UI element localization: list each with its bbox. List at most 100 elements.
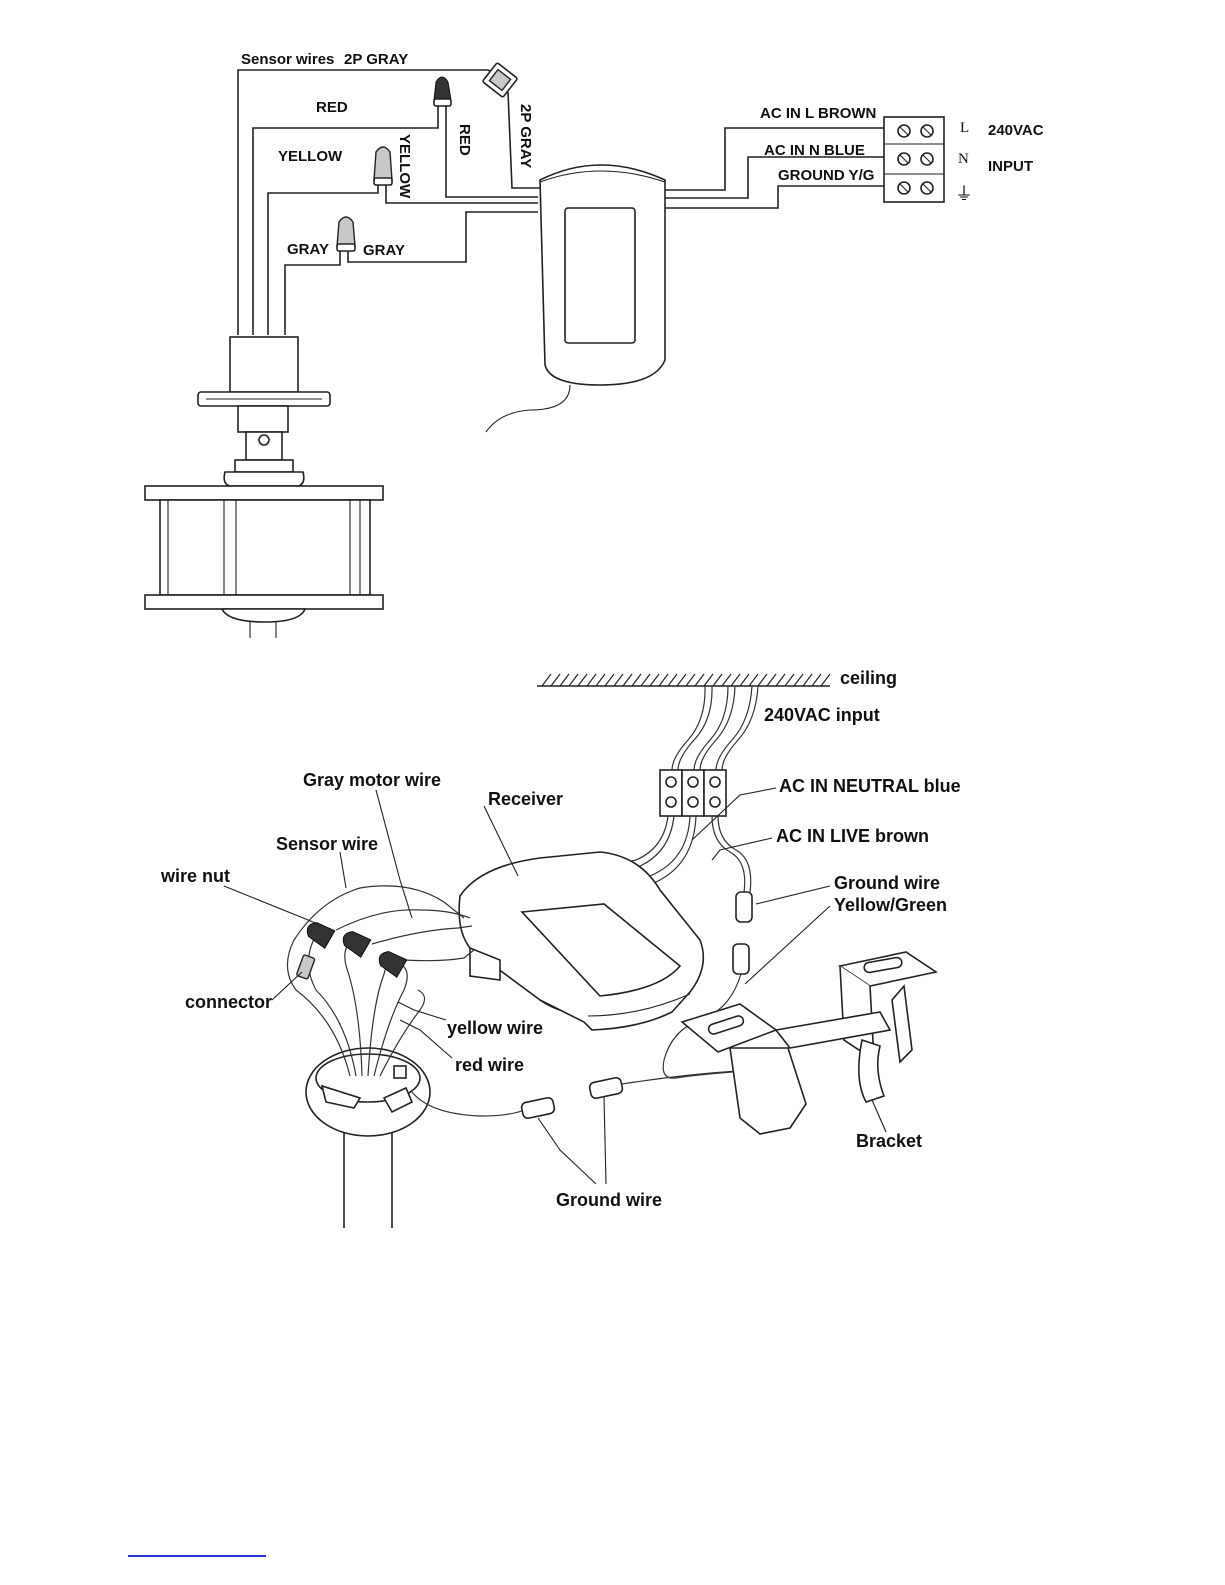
hatch-mark (605, 674, 614, 686)
hatch-mark (776, 674, 785, 686)
hatch-mark (758, 674, 767, 686)
hatch-mark (569, 674, 578, 686)
leader-live (712, 838, 772, 860)
hatch-mark (821, 674, 830, 686)
leader-ground-bottom-2 (604, 1096, 606, 1184)
hatch-mark (641, 674, 650, 686)
leader-ground-2 (745, 906, 830, 984)
ceiling-hatching (542, 674, 830, 686)
hatch-mark (668, 674, 677, 686)
hatch-mark (749, 674, 758, 686)
hatch-mark (623, 674, 632, 686)
hatch-mark (812, 674, 821, 686)
hatch-mark (650, 674, 659, 686)
leader-sensor-wire (340, 852, 346, 888)
ground-symbol-icon: ⏚ (955, 184, 973, 204)
bottom-illustration: ceiling 240VAC input AC IN NEUTRAL blue … (160, 668, 961, 1228)
label-red-wire: red wire (455, 1055, 524, 1075)
wire-nut-yellow (374, 147, 392, 185)
terminal-label-l: L (960, 120, 969, 136)
label-red-vertical: RED (456, 124, 473, 156)
hatch-mark (587, 674, 596, 686)
leader-yellow (398, 1002, 446, 1020)
label-ground-yg: GROUND Y/G (778, 167, 874, 184)
hatch-mark (677, 674, 686, 686)
hatch-mark (551, 674, 560, 686)
hatch-mark (614, 674, 623, 686)
label-240vac: 240VAC (988, 122, 1044, 139)
input-wire-2 (678, 686, 712, 770)
label-240vac-input: 240VAC input (764, 705, 880, 725)
receiver-box (486, 165, 665, 432)
leader-receiver (484, 806, 518, 876)
mounting-bracket (682, 952, 936, 1134)
wire-nut-red (434, 77, 451, 106)
input-wire-3 (694, 686, 728, 770)
hatch-mark (722, 674, 731, 686)
leader-wire-nut (224, 886, 318, 924)
input-terminal-block (660, 770, 726, 816)
label-yellow-vertical: YELLOW (396, 134, 413, 199)
label-ac-in-n: AC IN N BLUE (764, 142, 865, 159)
leader-red (400, 1020, 452, 1058)
terminal-label-n: N (958, 151, 969, 167)
footer-rule (128, 1555, 266, 1557)
top-schematic: Sensor wires 2P GRAY RED RED YELLOW YELL… (145, 51, 1044, 638)
label-sensor-wire: Sensor wire (276, 834, 378, 854)
label-connector: connector (185, 992, 272, 1012)
ground-connector-lower (521, 1070, 760, 1119)
label-ac-in-l: AC IN L BROWN (760, 105, 876, 122)
input-wire-1 (672, 686, 705, 770)
wire-nut-gray (337, 217, 355, 251)
two-pin-connector (482, 63, 517, 98)
ground-wire-upper-2 (718, 816, 751, 892)
leader-gray-motor (376, 790, 412, 918)
fan-motor (145, 337, 383, 638)
nut-to-receiver-3 (404, 950, 474, 961)
hatch-mark (803, 674, 812, 686)
hatch-mark (740, 674, 749, 686)
leader-connector (272, 972, 302, 1000)
leader-ground-bottom-1 (538, 1118, 596, 1184)
label-ground-wire-bottom: Ground wire (556, 1190, 662, 1210)
wire-nut-3 (375, 947, 407, 977)
hatch-mark (785, 674, 794, 686)
hatch-mark (632, 674, 641, 686)
label-ac-neutral: AC IN NEUTRAL blue (779, 776, 961, 796)
label-ceiling: ceiling (840, 668, 897, 688)
hatch-mark (794, 674, 803, 686)
label-2p-gray: 2P GRAY (344, 51, 408, 68)
label-wire-nut: wire nut (160, 866, 230, 886)
label-red-left: RED (316, 99, 348, 116)
leader-ground-1 (756, 886, 830, 904)
hatch-mark (560, 674, 569, 686)
wire-nut-2 (339, 927, 371, 957)
label-bracket: Bracket (856, 1131, 922, 1151)
sensor-connector (296, 955, 315, 980)
gray-wire-line-left (285, 246, 340, 335)
label-sensor-wires: Sensor wires (241, 51, 334, 68)
label-ground-wire-right: Ground wire (834, 873, 940, 893)
hatch-mark (713, 674, 722, 686)
wire-nut-1 (303, 918, 335, 948)
nut-to-receiver-2 (372, 926, 472, 944)
receiver-unit (459, 852, 703, 1030)
label-yellow-left: YELLOW (278, 148, 343, 165)
hatch-mark (578, 674, 587, 686)
hatch-mark (704, 674, 713, 686)
leader-bracket (872, 1100, 886, 1132)
label-yellow-green: Yellow/Green (834, 895, 947, 915)
label-gray-right: GRAY (363, 242, 405, 259)
hatch-mark (659, 674, 668, 686)
hatch-mark (542, 674, 551, 686)
label-gray-left: GRAY (287, 241, 329, 258)
label-yellow-wire: yellow wire (447, 1018, 543, 1038)
terminal-block (884, 117, 944, 202)
label-receiver: Receiver (488, 789, 563, 809)
hatch-mark (596, 674, 605, 686)
hatch-mark (686, 674, 695, 686)
label-input: INPUT (988, 158, 1033, 175)
label-2p-gray-vertical: 2P GRAY (517, 104, 534, 168)
hatch-mark (695, 674, 704, 686)
